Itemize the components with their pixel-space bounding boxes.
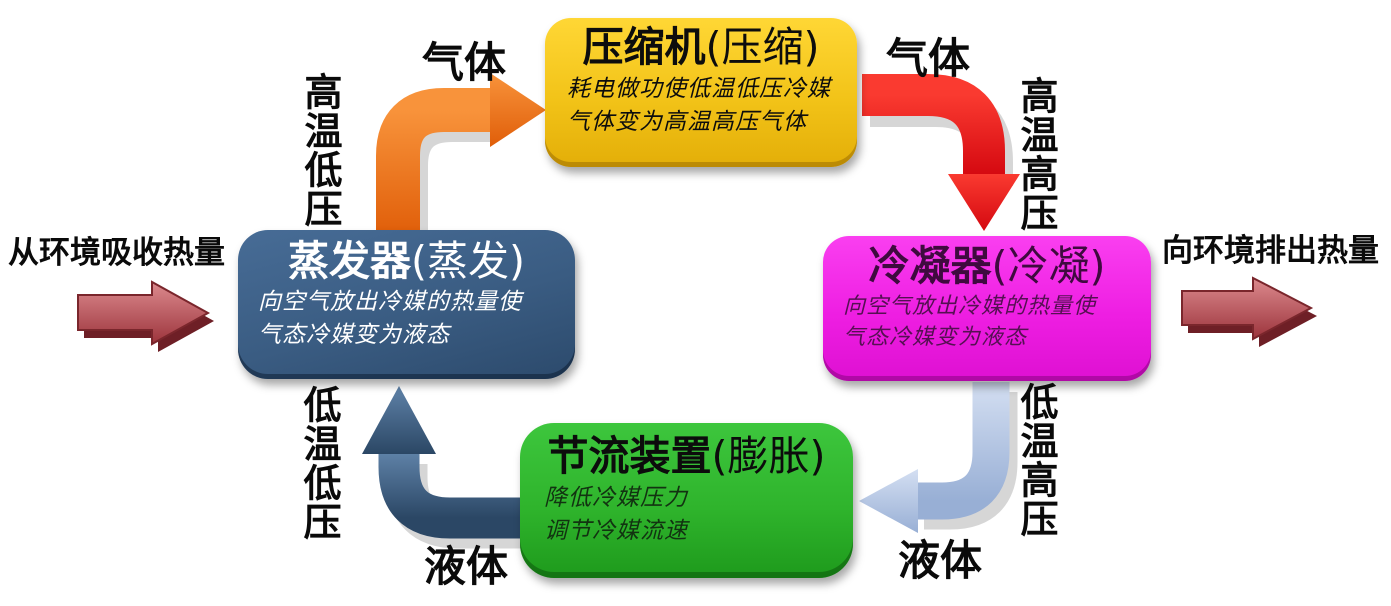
condenser-description-line2: 气态冷媒变为液态	[843, 325, 1028, 351]
condenser-box: 冷凝器(冷凝) 向空气放出冷媒的热量使 气态冷媒变为液态	[823, 236, 1151, 381]
compressor-box: 压缩机(压缩) 耗电做功使低温低压冷媒 气体变为高温高压气体	[545, 18, 857, 167]
throttle-description-line2: 调节冷媒流速	[544, 517, 688, 544]
throttle-box: 节流装置(膨胀) 降低冷媒压力 调节冷媒流速	[520, 423, 853, 578]
evaporator-description-line2: 气态冷媒变为液态	[258, 321, 450, 348]
arrow-body	[378, 452, 520, 539]
throttle-description: 降低冷媒压力 调节冷媒流速	[520, 482, 853, 547]
throttle-description-line1: 降低冷媒压力	[544, 485, 688, 512]
evaporator-title-paren: (蒸发)	[411, 237, 525, 285]
arrow-head	[490, 73, 546, 147]
condition-low-temp-low-pressure: 低温低压	[297, 385, 341, 541]
arrow-compressor-to-condenser	[862, 74, 1020, 231]
heat-in-arrow	[77, 280, 214, 352]
throttle-title-paren: (膨胀)	[711, 432, 826, 480]
heat-out-label: 向环境排出热量	[1162, 233, 1379, 269]
condenser-title-main: 冷凝器	[868, 242, 992, 290]
arrow-body	[862, 74, 1005, 176]
gas-label-evap-to-comp: 气体	[422, 38, 507, 87]
condition-low-temp-high-pressure: 低温高压	[1014, 382, 1058, 538]
throttle-title: 节流装置(膨胀)	[520, 432, 853, 480]
arrow-head	[948, 174, 1020, 231]
evaporator-title: 蒸发器(蒸发)	[238, 237, 575, 285]
condenser-title-paren: (冷凝)	[991, 242, 1106, 290]
arrow-evaporator-to-compressor	[376, 73, 546, 246]
condition-high-temp-high-pressure: 高温高压	[1014, 76, 1058, 232]
compressor-title: 压缩机(压缩)	[545, 23, 857, 71]
arrow-throttle-to-evaporator	[362, 386, 528, 549]
heat-out-arrow	[1181, 276, 1317, 347]
heat-in-label: 从环境吸收热量	[8, 235, 225, 271]
condenser-description-line1: 向空气放出冷媒的热量使	[843, 294, 1097, 320]
arrow-condenser-to-throttle	[859, 382, 1018, 533]
arrow-body	[1181, 276, 1314, 341]
evaporator-description: 向空气放出冷媒的热量使 气态冷媒变为液态	[238, 286, 575, 351]
gas-label-comp-to-cond: 气体	[886, 34, 971, 83]
arrow-body	[916, 382, 1010, 520]
compressor-description-line2: 气体变为高温高压气体	[567, 108, 807, 135]
evaporator-title-main: 蒸发器	[288, 237, 411, 285]
compressor-title-paren: (压缩)	[705, 23, 820, 71]
arrow-body	[77, 280, 211, 346]
condenser-title: 冷凝器(冷凝)	[823, 242, 1151, 290]
condenser-description: 向空气放出冷媒的热量使 气态冷媒变为液态	[823, 291, 1151, 353]
evaporator-description-line1: 向空气放出冷媒的热量使	[258, 289, 522, 316]
throttle-title-main: 节流装置	[547, 432, 712, 480]
condition-high-temp-low-pressure: 高温低压	[298, 72, 342, 228]
arrow-body	[376, 88, 492, 236]
compressor-description: 耗电做功使低温低压冷媒 气体变为高温高压气体	[545, 73, 857, 138]
arrow-head	[859, 469, 918, 533]
evaporator-box: 蒸发器(蒸发) 向空气放出冷媒的热量使 气态冷媒变为液态	[238, 230, 575, 379]
liquid-label-throttle-to-evap: 液体	[424, 542, 509, 591]
compressor-description-line1: 耗电做功使低温低压冷媒	[567, 76, 831, 103]
liquid-label-cond-to-throttle: 液体	[898, 536, 983, 585]
arrow-head	[362, 386, 436, 454]
compressor-title-main: 压缩机	[582, 23, 706, 71]
